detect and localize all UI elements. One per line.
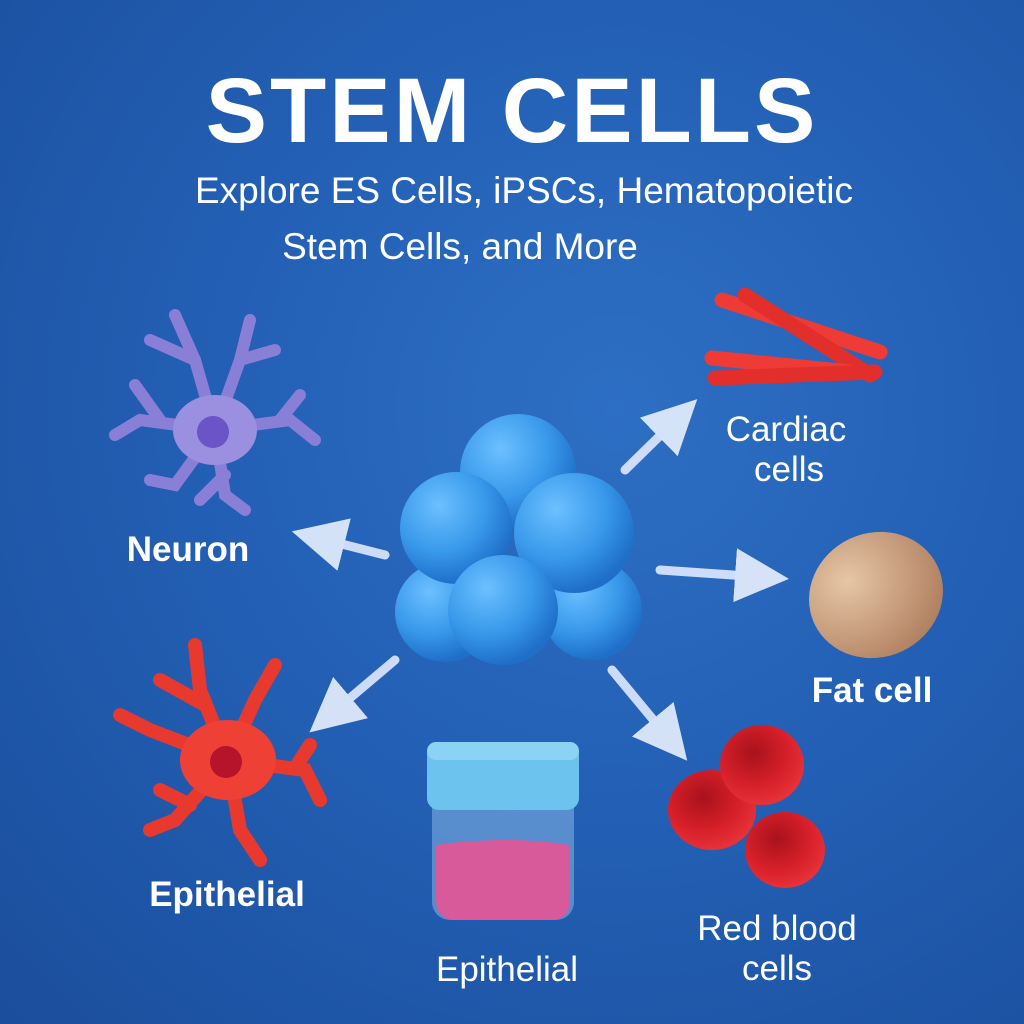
red-blood-cells-icon xyxy=(668,725,825,888)
label-cardiac-line-2: cells xyxy=(754,450,824,489)
arrow-to-red-blood-cells xyxy=(607,665,688,761)
stem-cell-cluster-icon xyxy=(395,414,642,665)
label-cardiac-line-1: Cardiac xyxy=(726,410,847,449)
page-title: STEM CELLS xyxy=(206,60,819,162)
arrow-to-neuron xyxy=(291,518,390,571)
fat-cell-icon xyxy=(809,531,943,659)
label-red-blood-line-2: cells xyxy=(742,949,812,988)
arrow-to-epithelial xyxy=(309,655,400,733)
subtitle-line-2: Stem Cells, and More xyxy=(282,226,638,267)
label-neuron: Neuron xyxy=(127,530,250,569)
label-red-blood-line-1: Red blood xyxy=(697,909,857,948)
label-epithelial-left: Epithelial xyxy=(149,875,305,914)
epithelial-cell-icon xyxy=(113,638,327,867)
label-epithelial-jar: Epithelial xyxy=(436,950,578,989)
arrow-to-cardiac xyxy=(620,399,698,475)
arrows xyxy=(291,399,789,761)
subtitle-line-1: Explore ES Cells, iPSCs, Hematopoietic xyxy=(195,170,853,211)
neuron-icon xyxy=(109,309,321,516)
cardiac-cells-icon xyxy=(704,287,888,386)
arrow-to-fat-cell xyxy=(655,548,789,603)
label-fat-cell: Fat cell xyxy=(812,671,933,710)
culture-jar-icon xyxy=(427,742,579,920)
